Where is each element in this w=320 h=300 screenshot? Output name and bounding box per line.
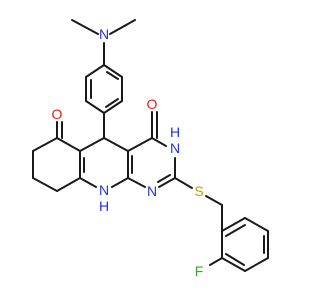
atom-label-f: F — [195, 263, 204, 279]
bond — [32, 177, 58, 192]
bond — [85, 64, 105, 78]
atom-label-h: H — [170, 124, 180, 140]
atom-label-n-1: N — [147, 183, 157, 199]
bond — [105, 98, 119, 108]
bond — [109, 19, 136, 35]
bond — [157, 174, 171, 183]
bond — [225, 224, 246, 237]
bond — [244, 217, 269, 232]
bond — [174, 177, 193, 189]
bond — [158, 177, 176, 188]
atom-label-n: N — [99, 182, 109, 198]
atom-label-o-amide: O — [147, 96, 158, 112]
bond — [79, 137, 105, 152]
bond — [151, 137, 167, 147]
atom-label-s: S — [194, 183, 203, 199]
bond — [103, 100, 123, 114]
bond — [244, 257, 269, 272]
bond — [111, 177, 129, 188]
bond — [71, 19, 99, 35]
bond — [56, 177, 81, 192]
bond — [221, 257, 246, 272]
bond — [127, 137, 153, 152]
bond — [209, 257, 223, 266]
atom-label-n: N — [170, 140, 180, 156]
bond — [85, 100, 105, 114]
bond — [79, 177, 97, 188]
bond — [205, 195, 223, 206]
bond — [103, 64, 123, 78]
bond — [225, 253, 245, 266]
bond — [221, 217, 246, 232]
atom-label-h: H — [99, 198, 109, 214]
bond — [127, 177, 146, 188]
atom-label-nh-10: HN — [99, 182, 109, 214]
bonds — [32, 19, 269, 272]
bond — [32, 137, 58, 152]
bond — [56, 137, 81, 152]
atom-label-o-ketone: O — [52, 106, 63, 122]
bond — [103, 137, 129, 152]
bond — [106, 71, 119, 80]
atom-label-n-dimethyl: N — [99, 26, 109, 42]
